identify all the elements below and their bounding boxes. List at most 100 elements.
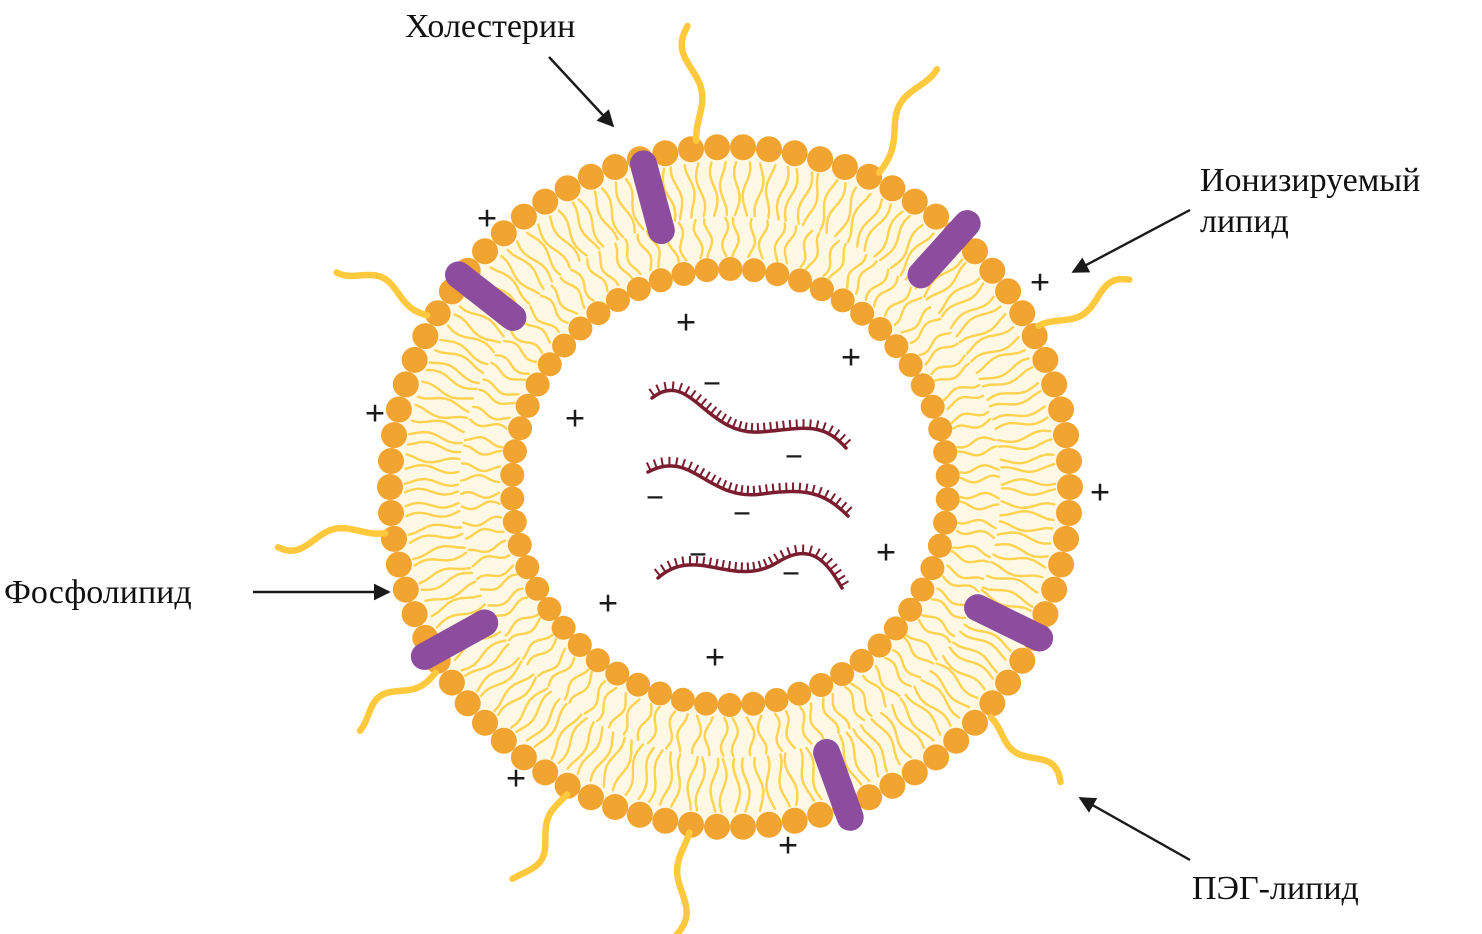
rna-tick bbox=[671, 381, 675, 391]
lipid-tail bbox=[570, 268, 595, 302]
rna-tick bbox=[756, 423, 760, 433]
lipid-tail bbox=[808, 702, 825, 741]
lipid-tail bbox=[529, 305, 561, 333]
lipid-tail bbox=[677, 221, 688, 262]
lipid-tail bbox=[764, 164, 777, 219]
plus-charge: + bbox=[565, 398, 586, 438]
lipid-head bbox=[962, 238, 988, 265]
lipid-tail bbox=[430, 594, 482, 618]
lipid-tail bbox=[568, 670, 593, 704]
lipid-tail bbox=[920, 614, 956, 638]
lipid-tail bbox=[874, 665, 901, 698]
lipid-tail bbox=[403, 477, 460, 488]
lipid-tail bbox=[756, 714, 768, 755]
lipid-tail bbox=[765, 755, 776, 811]
lipid-head bbox=[502, 509, 527, 534]
lipid-head bbox=[807, 801, 834, 828]
rna-tick bbox=[833, 429, 841, 438]
label-cholesterol: Холестерин bbox=[405, 8, 576, 45]
lipid-head bbox=[910, 373, 935, 398]
lipid-head bbox=[500, 486, 525, 511]
lipid-head bbox=[879, 175, 906, 202]
rna-tick bbox=[681, 458, 686, 469]
rna-tick bbox=[829, 493, 836, 502]
rna-tick bbox=[840, 580, 849, 587]
rna-tick bbox=[765, 484, 769, 494]
lipid-head bbox=[401, 601, 428, 628]
lipid-tail bbox=[930, 598, 967, 620]
lipid-head bbox=[849, 648, 874, 673]
lipid-tail bbox=[778, 753, 791, 808]
rna-tick bbox=[815, 420, 820, 430]
lipid-head bbox=[781, 140, 808, 167]
rna-tick bbox=[758, 485, 762, 495]
lipid-head bbox=[933, 510, 958, 535]
lipid-tail bbox=[805, 746, 823, 801]
rna-tick bbox=[693, 464, 700, 474]
lipid-tail bbox=[405, 453, 461, 464]
lipid-tail bbox=[414, 403, 469, 420]
plus-charge: + bbox=[477, 198, 498, 238]
lipid-tails bbox=[403, 160, 1057, 814]
lipid-head bbox=[1057, 474, 1083, 500]
lipid-tail bbox=[918, 331, 952, 357]
lipid-head bbox=[923, 203, 950, 230]
label-phospholipid: Фосфолипид bbox=[4, 574, 192, 611]
lipid-tail bbox=[497, 676, 537, 716]
lipid-head bbox=[381, 525, 407, 552]
rna-tick bbox=[673, 557, 679, 568]
lipid-head bbox=[927, 533, 952, 558]
lipid-tail bbox=[664, 710, 677, 750]
lipid-head bbox=[756, 136, 782, 163]
lipid-tail bbox=[468, 418, 508, 430]
lipid-head bbox=[568, 316, 593, 341]
lipid-tail bbox=[459, 473, 501, 484]
rna-tick bbox=[808, 545, 813, 555]
lipid-tail bbox=[822, 239, 841, 277]
lipid-tail bbox=[658, 751, 674, 806]
lipid-head bbox=[694, 691, 718, 716]
lipid-tail bbox=[516, 240, 553, 283]
cholesterol-rods bbox=[410, 150, 1054, 831]
lipid-tail bbox=[416, 395, 470, 414]
lipid-head bbox=[995, 278, 1022, 305]
lipid-tail bbox=[624, 238, 642, 276]
cholesterol-rod bbox=[410, 609, 499, 670]
lipid-tail bbox=[624, 743, 644, 796]
rna-tick bbox=[779, 549, 786, 559]
rna-tick bbox=[689, 389, 697, 399]
lipid-tail bbox=[952, 417, 992, 430]
lipid-tail bbox=[467, 539, 507, 554]
lipid-tail bbox=[709, 757, 720, 813]
lipid-head bbox=[717, 693, 742, 717]
lipid-tail bbox=[903, 637, 935, 665]
lipid-tail bbox=[547, 656, 576, 687]
lipid-tail bbox=[408, 430, 463, 445]
lipid-head bbox=[438, 669, 465, 696]
lipid-head bbox=[995, 669, 1022, 696]
lipid-tail bbox=[624, 177, 645, 231]
rna-strand bbox=[656, 551, 844, 590]
lipid-tail bbox=[424, 580, 477, 602]
lipid-tail bbox=[773, 222, 787, 263]
lipid-tail bbox=[492, 596, 529, 617]
lipid-tail bbox=[950, 410, 990, 424]
lipid-tail bbox=[831, 692, 851, 730]
lipid-tail bbox=[856, 198, 883, 248]
lipid-tail bbox=[940, 282, 985, 318]
lipid-head bbox=[537, 352, 562, 377]
lipid-tail bbox=[559, 276, 586, 309]
plus-charge: + bbox=[365, 393, 386, 433]
rna-tick bbox=[752, 561, 756, 572]
lipid-tail bbox=[804, 232, 821, 271]
lipid-tail bbox=[646, 705, 661, 745]
lipid-tail bbox=[889, 223, 924, 269]
lipid-tail bbox=[999, 453, 1055, 465]
lipid-tail bbox=[1000, 487, 1057, 497]
rna-tick bbox=[678, 382, 683, 393]
lipid-tail bbox=[721, 216, 730, 258]
rna-tick bbox=[737, 420, 743, 431]
lipid-head bbox=[809, 277, 834, 302]
lipid-tail bbox=[694, 162, 707, 218]
